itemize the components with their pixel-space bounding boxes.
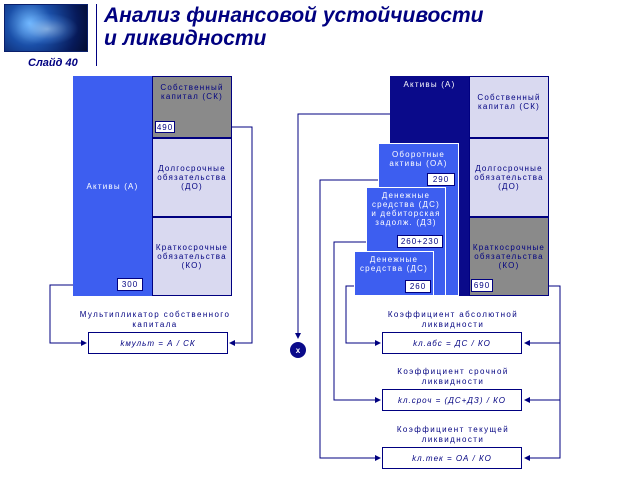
current-liquidity-formula: kл.тек = ОА / КО [382, 447, 522, 469]
short-term-label: Краткосрочные обязательства (КО) [156, 243, 228, 270]
multiply-marker: x [290, 342, 306, 358]
right-long-term-block: Долгосрочные обязательства (ДО) [469, 138, 549, 217]
assets-label: Активы (А) [87, 182, 139, 191]
cash-receivables-value: 260+230 [397, 235, 443, 248]
assets-value: 300 [117, 278, 143, 291]
current-assets-label: Оборотные активы (ОА) [389, 150, 447, 168]
right-equity-label: Собственный капитал (СК) [477, 93, 540, 111]
long-term-block: Долгосрочные обязательства (ДО) [152, 138, 232, 217]
right-long-term-label: Долгосрочные обязательства (ДО) [474, 164, 544, 191]
equity-value: 490 [155, 121, 175, 133]
cash-label: Денежные средства (ДС) [360, 255, 428, 273]
right-short-term-label: Краткосрочные обязательства (КО) [473, 243, 545, 270]
cash-value: 260 [405, 280, 431, 293]
current-assets-value: 290 [427, 173, 455, 186]
short-term-value: 690 [471, 279, 493, 292]
long-term-label: Долгосрочные обязательства (ДО) [157, 164, 227, 191]
quick-liquidity-formula: kл.сроч = (ДС+ДЗ) / КО [382, 389, 522, 411]
assets-block: Активы (А) [73, 76, 152, 296]
current-liquidity-label: Коэффициент текущей ликвидности [360, 425, 546, 445]
multiplier-formula: kмульт = А / СК [88, 332, 228, 354]
right-assets-label: Активы (А) [404, 80, 456, 89]
abs-liquidity-label: Коэффициент абсолютной ликвидности [360, 310, 546, 330]
cash-receivables-label: Денежные средства (ДС) и дебиторская зад… [371, 191, 440, 227]
multiplier-label: Мультипликатор собственного капитала [60, 310, 250, 330]
abs-liquidity-formula: kл.абс = ДС / КО [382, 332, 522, 354]
short-term-block: Краткосрочные обязательства (КО) [152, 217, 232, 296]
quick-liquidity-label: Коэффициент срочной ликвидности [360, 367, 546, 387]
equity-label: Собственный капитал (СК) [160, 83, 223, 101]
right-equity-block: Собственный капитал (СК) [469, 76, 549, 138]
